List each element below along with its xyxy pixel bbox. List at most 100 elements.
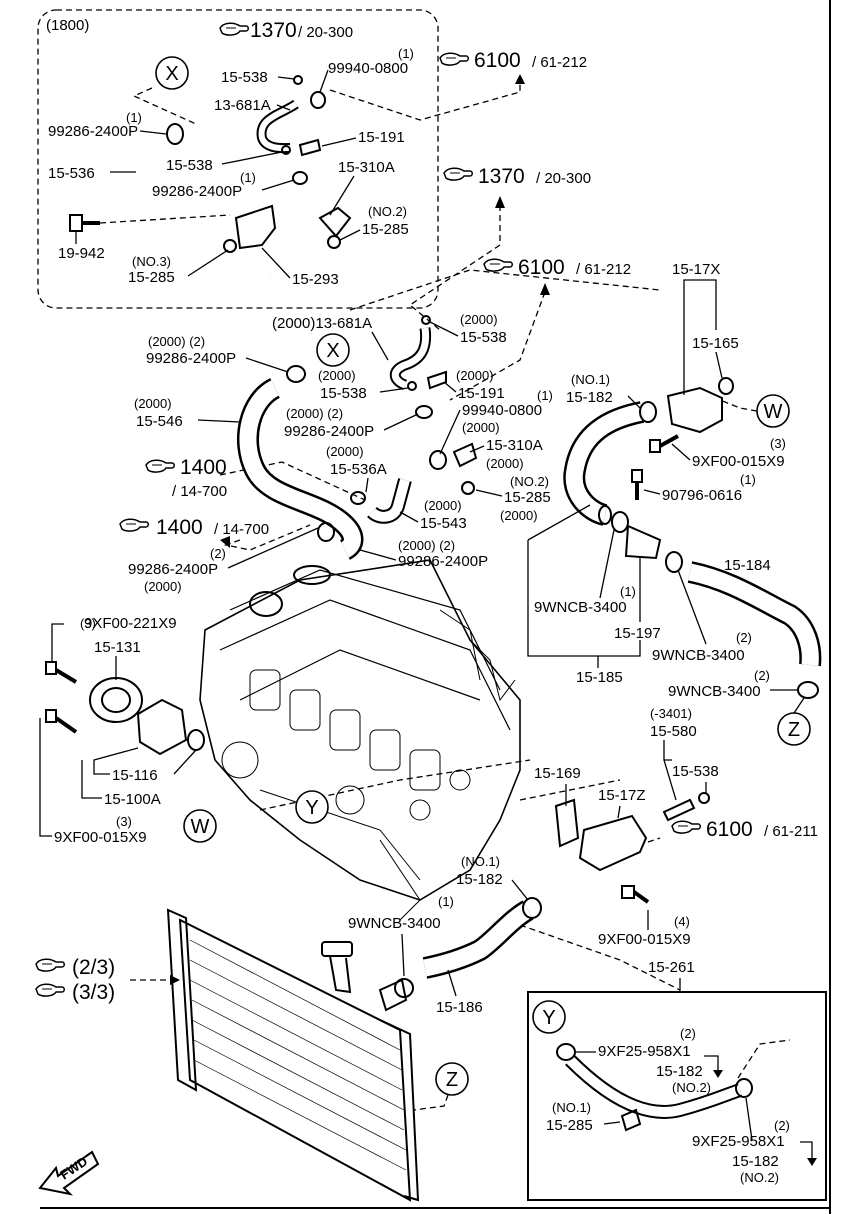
label-15-197[interactable]: 15-197 <box>614 625 661 642</box>
qty-9XF00-221: (3) <box>80 616 96 631</box>
label-15-538[interactable]: 15-538 <box>221 69 268 86</box>
qty-9WNCB-d: (1) <box>438 894 454 909</box>
hand-pointer-icon <box>35 958 65 972</box>
label-9XF00-015X9[interactable]: 9XF00-015X9 <box>692 453 785 470</box>
label-9WNCB-3400-b[interactable]: 9WNCB-3400 <box>652 647 745 664</box>
label-13-681A[interactable]: 13-681A <box>214 97 271 114</box>
label-15-17Z[interactable]: 15-17Z <box>598 787 646 804</box>
label-15-131[interactable]: 15-131 <box>94 639 141 656</box>
label-99286-2400P-b[interactable]: 99286-2400P <box>284 423 374 440</box>
ref-1400-a[interactable]: 1400 <box>180 456 227 479</box>
qty-9XF00-b: (3) <box>116 814 132 829</box>
label-15-100A[interactable]: 15-100A <box>104 791 161 808</box>
qty-9XF25-b: (2) <box>774 1118 790 1133</box>
label-19-942[interactable]: 19-942 <box>58 245 105 262</box>
label-15-182[interactable]: 15-182 <box>566 389 613 406</box>
label-90796-0616[interactable]: 90796-0616 <box>662 487 742 504</box>
label-15-285-b[interactable]: 15-285 <box>128 269 175 286</box>
qty-9WNCB-c: (2) <box>754 668 770 683</box>
label-99940-0800[interactable]: 99940-0800 <box>462 402 542 419</box>
label-99286-2400P-c[interactable]: 99286-2400P <box>128 561 218 578</box>
tag-2000: (2000) <box>460 312 498 327</box>
label-15-285-inset[interactable]: 15-285 <box>546 1117 593 1134</box>
ref-1370-sub: / 20-300 <box>536 170 591 187</box>
thermostat-housing-lower: (-3401) 15-580 15-538 15-169 15-17Z 6100… <box>534 706 818 948</box>
qty-9WNCB-b: (2) <box>736 630 752 645</box>
label-15-191[interactable]: 15-191 <box>458 385 505 402</box>
ref-1370-inset[interactable]: 1370 <box>250 19 297 42</box>
ref-2-3[interactable]: (2/3) <box>72 956 115 979</box>
label-15-285-a[interactable]: 15-285 <box>362 221 409 238</box>
label-15-285[interactable]: 15-285 <box>504 489 551 506</box>
ref-1400-a-sub: / 14-700 <box>172 483 227 500</box>
tag-2000-2: (2000) (2) <box>148 334 205 349</box>
callout-z-upper-text: Z <box>788 719 800 741</box>
qty-9WNCB: (1) <box>620 584 636 599</box>
thermostat-group: 15-17X 15-165 W (NO.1) 15-182 (3) <box>527 261 822 746</box>
label-15-580[interactable]: 15-580 <box>650 723 697 740</box>
ref-1370[interactable]: 1370 <box>478 165 525 188</box>
ref-3-3[interactable]: (3/3) <box>72 981 115 1004</box>
label-15-116[interactable]: 15-116 <box>112 767 158 784</box>
ref-6100-inset-sub: / 61-212 <box>532 54 587 71</box>
label-2000-13-681A[interactable]: (2000)13-681A <box>272 315 372 332</box>
label-9WNCB-3400[interactable]: 9WNCB-3400 <box>534 599 627 616</box>
callout-x-inset <box>155 56 189 90</box>
label-15-293[interactable]: 15-293 <box>292 271 339 288</box>
label-9XF25-958X1-b[interactable]: 9XF25-958X1 <box>692 1133 785 1150</box>
qty-99940: (1) <box>537 388 553 403</box>
label-15-17X[interactable]: 15-17X <box>672 261 720 278</box>
label-15-184[interactable]: 15-184 <box>724 557 771 574</box>
label-99286-2400P[interactable]: 99286-2400P <box>48 123 138 140</box>
label-15-165[interactable]: 15-165 <box>692 335 739 352</box>
label-15-310A[interactable]: 15-310A <box>338 159 395 176</box>
ref-6100-b-sub: / 61-211 <box>764 823 818 840</box>
label-15-182-inset[interactable]: 15-182 <box>656 1063 703 1080</box>
ref-6100-inset[interactable]: 6100 <box>474 49 521 72</box>
fwd-arrow: FWD <box>38 1150 100 1196</box>
label-15-538[interactable]: 15-538 <box>460 329 507 346</box>
label-15-538-b[interactable]: 15-538 <box>320 385 367 402</box>
label-99286-2400P-b[interactable]: 99286-2400P <box>152 183 242 200</box>
ref-1400-b[interactable]: 1400 <box>156 516 203 539</box>
label-15-182-b[interactable]: 15-182 <box>456 871 503 888</box>
label-15-186[interactable]: 15-186 <box>436 999 483 1016</box>
tag-2000-j: (2000) <box>144 579 182 594</box>
label-99286-2400P-d[interactable]: 99286-2400P <box>398 553 488 570</box>
qty-99940: (1) <box>398 46 414 61</box>
callout-x-inset-text: X <box>165 63 178 85</box>
label-15-538-c[interactable]: 15-538 <box>672 763 719 780</box>
inset-1800-label: (1800) <box>46 17 89 34</box>
label-9XF00-221X9[interactable]: 9XF00-221X9 <box>84 615 177 632</box>
label-15-536[interactable]: 15-536 <box>48 165 95 182</box>
qty-99286-c: (2) <box>210 546 226 561</box>
ref-1400-b-sub: / 14-700 <box>214 521 269 538</box>
tag-2000-c: (2000) <box>456 368 494 383</box>
label-9XF00-015X9-c[interactable]: 9XF00-015X9 <box>598 931 691 948</box>
hose-15-186-group: (NO.1) 15-182 (1) 9WNCB-3400 15-186 <box>348 854 542 1016</box>
label-15-546[interactable]: 15-546 <box>136 413 183 430</box>
ref-6100-b[interactable]: 6100 <box>706 818 753 841</box>
ref-6100[interactable]: 6100 <box>518 256 565 279</box>
callout-w-lower-text: W <box>191 816 210 838</box>
tag-2000-e: (2000) <box>462 420 500 435</box>
label-9XF00-015X9-b[interactable]: 9XF00-015X9 <box>54 829 147 846</box>
inset-15-261: 15-261 Y (2) 9XF25-958X1 15-182 (NO.2) (… <box>527 959 827 1201</box>
qty-99286: (1) <box>126 110 142 125</box>
label-15-261[interactable]: 15-261 <box>648 959 695 976</box>
label-15-185[interactable]: 15-185 <box>576 669 623 686</box>
label-15-182-inset-b[interactable]: 15-182 <box>732 1153 779 1170</box>
label-15-536A[interactable]: 15-536A <box>330 461 387 478</box>
qty-99286-b: (1) <box>240 170 256 185</box>
label-15-543[interactable]: 15-543 <box>420 515 467 532</box>
label-99286-2400P[interactable]: 99286-2400P <box>146 350 236 367</box>
label-15-310A[interactable]: 15-310A <box>486 437 543 454</box>
label-9WNCB-3400-c[interactable]: 9WNCB-3400 <box>668 683 761 700</box>
label-99940-0800[interactable]: 99940-0800 <box>328 60 408 77</box>
callout-y-inset <box>532 1000 566 1034</box>
label-9XF25-958X1[interactable]: 9XF25-958X1 <box>598 1043 691 1060</box>
label-9WNCB-3400-d[interactable]: 9WNCB-3400 <box>348 915 441 932</box>
label-15-538-b[interactable]: 15-538 <box>166 157 213 174</box>
label-15-191[interactable]: 15-191 <box>358 129 405 146</box>
label-15-169[interactable]: 15-169 <box>534 765 581 782</box>
